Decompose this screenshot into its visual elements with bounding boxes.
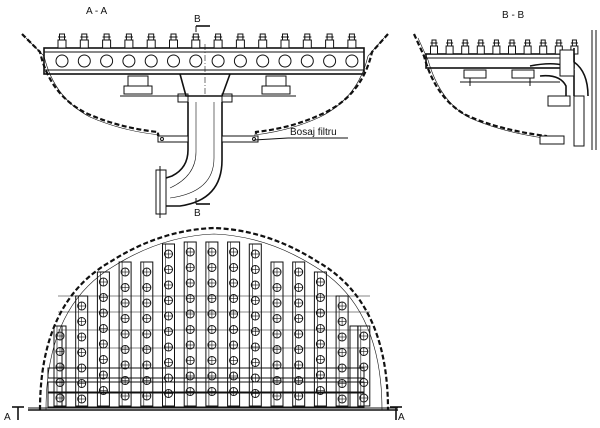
nozzle: [325, 33, 335, 49]
plan-lateral-columns: [53, 241, 371, 409]
nozzle: [523, 39, 532, 55]
manifold-hole: [278, 54, 292, 68]
manifold-hole: [323, 54, 337, 68]
nozzle: [146, 33, 156, 49]
section-bb-title: B - B: [502, 10, 525, 21]
lateral-column: [118, 261, 132, 407]
plan-view: A A: [4, 226, 405, 423]
nozzle: [347, 33, 357, 49]
nozzle: [79, 33, 89, 49]
filter-boss-label: Bosaj filtru: [290, 127, 337, 138]
lateral-column: [75, 295, 89, 407]
nozzle: [235, 33, 245, 49]
nozzle: [213, 33, 223, 49]
nozzle: [57, 33, 67, 49]
nozzle: [102, 33, 112, 49]
manifold-hole: [100, 54, 114, 68]
manifold-hole: [256, 54, 270, 68]
nozzle-row-bb: [430, 39, 579, 55]
nozzle: [508, 39, 516, 55]
nozzle: [258, 33, 268, 49]
manifold-header-bb: [425, 53, 575, 69]
lateral-column: [292, 261, 306, 407]
lateral-column: [205, 241, 219, 407]
lateral-column: [140, 261, 154, 407]
lateral-column: [270, 261, 284, 407]
outlet-flange-aa: [155, 169, 167, 215]
manifold-hole: [144, 54, 158, 68]
outlet-pipe-aa: [165, 102, 223, 207]
vessel-shell-bb: [412, 33, 548, 142]
nozzle: [280, 33, 290, 49]
manifold-hole: [211, 54, 225, 68]
manifold-hole: [189, 54, 203, 68]
section-aa-view: A - A B: [21, 6, 389, 219]
manifold-hole: [345, 54, 359, 68]
manifold-hole: [122, 54, 136, 68]
nozzle-row-aa: [57, 33, 357, 49]
cut-marker-a-right: A: [398, 412, 405, 423]
section-mark-b-top: B: [194, 14, 201, 25]
cut-marker-a-left: A: [4, 412, 11, 423]
nozzle: [302, 33, 312, 49]
manifold-hole: [77, 54, 91, 68]
lateral-column: [227, 241, 241, 407]
nozzle: [539, 39, 548, 55]
manifold-hole: [233, 54, 247, 68]
lateral-column: [162, 243, 175, 407]
nozzle: [476, 39, 485, 55]
manifold-holes-aa: [55, 54, 359, 68]
lateral-column: [248, 243, 262, 407]
manifold-hole: [55, 54, 69, 68]
section-aa-title: A - A: [86, 6, 107, 17]
nozzle: [124, 33, 134, 49]
manifold-hole: [167, 54, 180, 68]
nozzle: [191, 33, 201, 49]
lateral-column: [96, 271, 110, 407]
nozzle: [492, 39, 501, 55]
nozzle: [461, 39, 470, 55]
manifold-hole: [300, 54, 314, 68]
nozzle: [445, 39, 454, 55]
plan-vessel-outline: [38, 226, 390, 411]
manifold-header-aa: [43, 47, 365, 75]
section-mark-b-bottom: B: [194, 208, 201, 219]
lateral-column: [335, 295, 349, 407]
vessel-shell-aa: [21, 33, 160, 136]
section-bb-view: B - B: [412, 10, 597, 150]
lateral-column: [183, 241, 197, 407]
nozzle: [169, 33, 178, 49]
lateral-column: [313, 271, 327, 407]
vessel-shell-aa-right: [254, 33, 389, 136]
nozzle: [430, 39, 438, 55]
